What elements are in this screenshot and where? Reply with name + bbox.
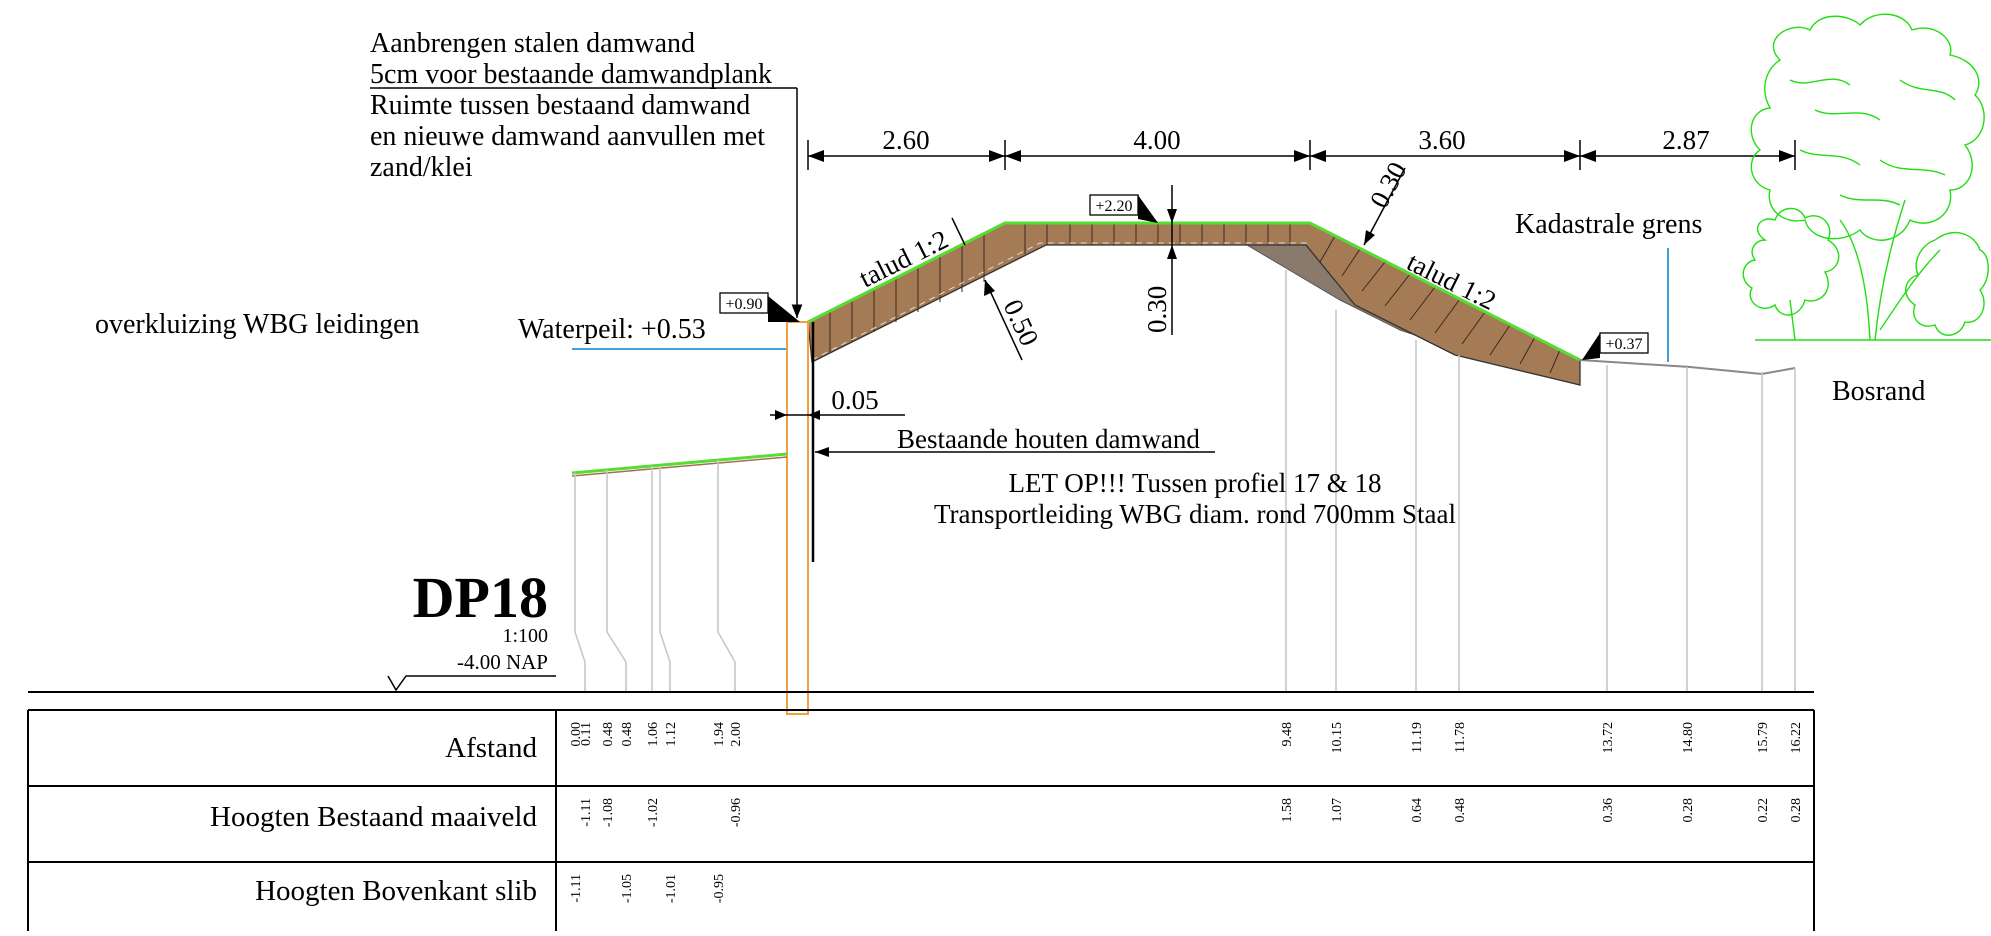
row-label-mud-top: Hoogten Bovenkant slib bbox=[255, 875, 537, 907]
table-cell-value: -1.11 bbox=[569, 874, 584, 903]
forest-edge-label: Bosrand bbox=[1832, 376, 1925, 407]
table-cell-value: 13.72 bbox=[1601, 722, 1616, 754]
table-cell-value: 11.19 bbox=[1410, 722, 1425, 753]
note-line-5: zand/klei bbox=[370, 152, 473, 183]
table-cell-value: -1.01 bbox=[664, 874, 679, 903]
level-marker-left: +0.90 bbox=[719, 292, 800, 322]
thickness-crest-label: 0.30 bbox=[1142, 286, 1172, 333]
gap-label: 0.05 bbox=[831, 385, 878, 415]
note-line-1: Aanbrengen stalen damwand bbox=[370, 28, 695, 59]
table-cell-value: -1.02 bbox=[646, 798, 661, 827]
level-crest-value: +2.20 bbox=[1095, 198, 1132, 215]
table-cell-value: 0.64 bbox=[1410, 798, 1425, 823]
dike-body bbox=[807, 221, 1581, 386]
table-cell-value: 0.28 bbox=[1789, 798, 1804, 823]
table-cell-value: -1.08 bbox=[601, 798, 616, 827]
top-dimension-chain: 2.60 4.00 3.60 2.87 bbox=[807, 125, 1796, 170]
existing-ground-left bbox=[571, 452, 788, 475]
reference-level-marker bbox=[387, 675, 556, 692]
dimension-1: 2.60 bbox=[882, 125, 929, 155]
tree-illustration bbox=[1742, 13, 1991, 341]
table-cell-value: -0.95 bbox=[712, 874, 727, 903]
table-cell-value: 0.48 bbox=[601, 722, 616, 747]
warning-line-1: LET OP!!! Tussen profiel 17 & 18 bbox=[1008, 468, 1381, 498]
dimension-3: 3.60 bbox=[1418, 125, 1465, 155]
level-left-value: +0.90 bbox=[725, 296, 762, 313]
table-cell-value: 11.78 bbox=[1453, 722, 1468, 753]
dimension-2: 4.00 bbox=[1133, 125, 1180, 155]
water-level-label: Waterpeil: +0.53 bbox=[518, 314, 706, 345]
existing-pile-callout: Bestaande houten damwand bbox=[815, 424, 1215, 457]
note-line-4: en nieuwe damwand aanvullen met bbox=[370, 121, 765, 152]
table-cell-value: -1.05 bbox=[620, 874, 635, 903]
table-cell-value: 14.80 bbox=[1681, 722, 1696, 754]
thickness-right-dimension: 0.30 bbox=[1363, 157, 1413, 246]
level-right-value: +0.37 bbox=[1605, 336, 1642, 353]
profile-guide-lines bbox=[574, 270, 1796, 692]
profile-reference: -4.00 NAP bbox=[457, 650, 548, 674]
existing-pile-label: Bestaande houten damwand bbox=[897, 424, 1200, 454]
table-cell-value: 0.48 bbox=[620, 722, 635, 747]
table-cell-value: 1.58 bbox=[1280, 798, 1295, 823]
crossing-label: overkluizing WBG leidingen bbox=[95, 309, 420, 340]
dike-surface-line bbox=[807, 221, 1581, 362]
level-marker-crest: +2.20 bbox=[1089, 194, 1158, 223]
level-marker-right: +0.37 bbox=[1582, 332, 1649, 360]
table-cell-value: 10.15 bbox=[1330, 722, 1345, 754]
note-line-2: 5cm voor bestaande damwandplank bbox=[370, 59, 772, 90]
gap-dimension: 0.05 bbox=[770, 385, 905, 420]
table-cell-value: 0.28 bbox=[1681, 798, 1696, 823]
table-cell-value: 0.22 bbox=[1756, 798, 1771, 823]
construction-note: Aanbrengen stalen damwand 5cm voor besta… bbox=[370, 28, 803, 318]
thickness-crest-dimension: 0.30 bbox=[1142, 185, 1177, 335]
table-cell-value: 0.00 bbox=[569, 722, 584, 747]
row-label-existing-ground: Hoogten Bestaand maaiveld bbox=[210, 801, 537, 833]
profile-scale: 1:100 bbox=[502, 625, 548, 647]
thickness-slope-label: 0.50 bbox=[998, 295, 1045, 351]
table-cell-value: -1.11 bbox=[579, 798, 594, 827]
new-steel-sheet-pile bbox=[786, 321, 809, 715]
note-line-3: Ruimte tussen bestaand damwand bbox=[370, 90, 750, 121]
table-cell-value: 1.06 bbox=[646, 722, 661, 747]
table-cell-value: 1.07 bbox=[1330, 798, 1345, 823]
table-cell-value: 1.12 bbox=[664, 722, 679, 747]
profile-title: DP18 bbox=[413, 565, 548, 630]
table-cell-value: 15.79 bbox=[1756, 722, 1771, 754]
table-cell-value: 16.22 bbox=[1789, 722, 1804, 754]
warning-line-2: Transportleiding WBG diam. rond 700mm St… bbox=[934, 499, 1456, 529]
existing-ground-right bbox=[1579, 359, 1796, 376]
thickness-right-label: 0.30 bbox=[1364, 157, 1413, 213]
cadastral-label: Kadastrale grens bbox=[1515, 209, 1702, 240]
row-label-distance: Afstand bbox=[445, 732, 537, 764]
table-cell-value: 0.11 bbox=[579, 722, 594, 746]
table-cell-value: 0.36 bbox=[1601, 798, 1616, 823]
table-cell-value: -0.96 bbox=[729, 798, 744, 827]
table-cell-value: 0.48 bbox=[1453, 798, 1468, 823]
table-cell-value: 2.00 bbox=[729, 722, 744, 747]
profile-table bbox=[27, 691, 1815, 931]
table-cell-value: 9.48 bbox=[1280, 722, 1295, 747]
table-cell-value: 1.94 bbox=[712, 722, 727, 747]
dimension-4: 2.87 bbox=[1662, 125, 1709, 155]
